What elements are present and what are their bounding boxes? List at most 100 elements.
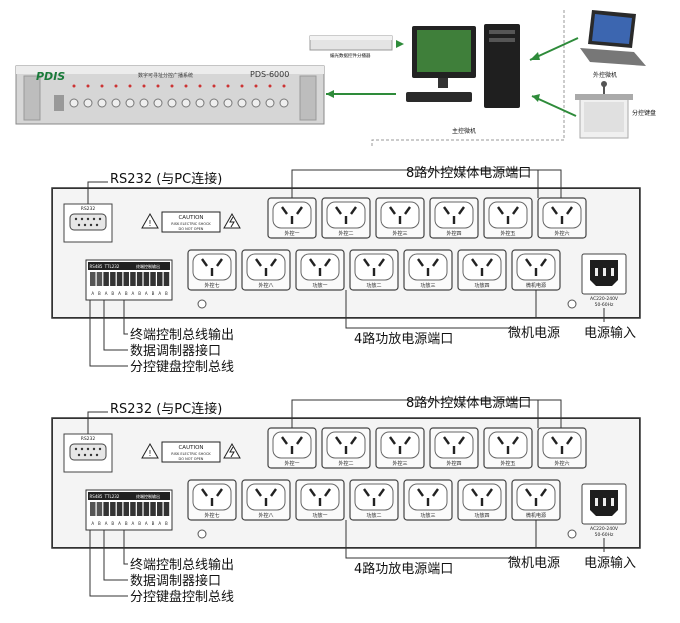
mount-hole <box>567 299 577 309</box>
terminal-screw <box>150 272 156 286</box>
amp-ports-label: 4路功放电源端口 <box>354 562 454 577</box>
svg-text:RS232: RS232 <box>81 206 96 212</box>
socket-label: 功放四 <box>474 282 489 289</box>
svg-text:TTL232: TTL232 <box>104 494 120 499</box>
brand-logo: PDIS <box>36 70 66 83</box>
terminal-bus-label: 终端控制总线输出 <box>130 558 235 573</box>
leader-line <box>87 411 108 434</box>
socket-label: 微机电源 <box>526 282 546 289</box>
terminal-screw <box>136 502 143 516</box>
control-knob <box>111 98 121 108</box>
socket-label: 外控四 <box>446 460 461 467</box>
svg-text:B: B <box>98 521 101 526</box>
svg-text:RS485: RS485 <box>90 264 103 269</box>
leader-line <box>345 290 352 329</box>
media-ports-label: 8路外控媒体电源端口 <box>406 396 532 411</box>
socket-label: 外控五 <box>500 460 515 467</box>
svg-text:A: A <box>145 521 148 526</box>
indicator-led <box>114 84 118 88</box>
svg-text:RS232: RS232 <box>81 436 96 442</box>
control-knob <box>153 98 163 108</box>
svg-text:B: B <box>152 521 155 526</box>
svg-text:50-60Hz: 50-60Hz <box>595 532 614 538</box>
indicator-led <box>212 84 216 88</box>
leader-line <box>89 300 128 367</box>
terminal-screw <box>116 272 123 286</box>
socket-row-top: 外控一外控二外控三外控四外控五外控六 <box>267 427 587 469</box>
main-pc-label: 主控微机 <box>452 128 477 135</box>
terminal-screw <box>96 502 103 516</box>
terminal-screw <box>130 272 136 286</box>
leader-line <box>538 169 562 198</box>
device-subtitle: 数字可寻址分控广播系统 <box>138 73 194 79</box>
mount-hole <box>567 529 577 539</box>
indicator-led <box>282 84 286 88</box>
terminal-screw <box>123 502 129 516</box>
pds6000-rack <box>15 65 325 125</box>
warning-icon <box>141 212 159 229</box>
svg-text:CAUTION: CAUTION <box>178 215 203 221</box>
amp-ports-label: 4路功放电源端口 <box>354 332 454 347</box>
control-knob <box>223 98 233 108</box>
indicator-led <box>268 84 272 88</box>
terminal-screw <box>116 502 123 516</box>
leader-line <box>103 530 128 581</box>
warning-icon <box>141 442 159 459</box>
leader-line <box>103 300 128 351</box>
indicator-led <box>72 84 76 88</box>
svg-text:A: A <box>158 521 161 526</box>
control-knob <box>279 98 289 108</box>
indicator-led <box>100 84 104 88</box>
leader-line <box>345 520 352 559</box>
socket-label: 外控一 <box>284 230 299 237</box>
indicator-led <box>240 84 244 88</box>
terminal-screw <box>136 272 143 286</box>
rs232-label: RS232 (与PC连接) <box>110 402 223 417</box>
socket-label: 外控六 <box>554 230 569 237</box>
indicator-led <box>226 84 230 88</box>
svg-text:A: A <box>118 521 121 526</box>
power-input-label: 电源输入 <box>584 326 637 341</box>
svg-text:A: A <box>132 521 135 526</box>
leader-line <box>291 399 539 428</box>
rs232-label: RS232 (与PC连接) <box>110 172 223 187</box>
control-knob <box>251 98 261 108</box>
leader-line <box>123 300 128 335</box>
terminal-screw <box>163 502 170 516</box>
laptop-label: 外控微机 <box>593 72 618 79</box>
svg-text:A: A <box>91 291 94 296</box>
keyboard-bus-label: 分控键盘控制总线 <box>130 590 235 605</box>
svg-text:A: A <box>105 291 108 296</box>
terminal-screw <box>110 502 116 516</box>
control-knob <box>139 98 149 108</box>
control-keyboard <box>575 81 633 139</box>
socket-label: 外控三 <box>392 230 407 237</box>
control-knob <box>195 98 205 108</box>
socket-label: 外控一 <box>284 460 299 467</box>
socket-label: 外控七 <box>204 512 219 519</box>
shock-icon <box>223 212 241 229</box>
socket-label: 外控六 <box>554 460 569 467</box>
keyboard-bus-label: 分控键盘控制总线 <box>130 360 235 375</box>
power-input-label: 电源输入 <box>584 556 637 571</box>
svg-text:B: B <box>165 291 168 296</box>
indicator-led <box>198 84 202 88</box>
svg-text:终端控制输出: 终端控制输出 <box>136 263 160 269</box>
svg-text:DO NOT OPEN: DO NOT OPEN <box>179 227 204 231</box>
terminal-screw <box>157 502 163 516</box>
socket-label: 外控二 <box>338 230 353 237</box>
modem-port-label: 数据调制器接口 <box>130 574 222 589</box>
terminal-screw <box>110 272 116 286</box>
remote-laptop <box>580 10 646 66</box>
svg-text:B: B <box>165 521 168 526</box>
socket-label: 功放二 <box>366 512 381 519</box>
control-knob <box>265 98 275 108</box>
indicator-led <box>254 84 258 88</box>
terminal-screw <box>157 272 163 286</box>
control-knob <box>69 98 79 108</box>
svg-text:终端控制输出: 终端控制输出 <box>136 493 160 499</box>
